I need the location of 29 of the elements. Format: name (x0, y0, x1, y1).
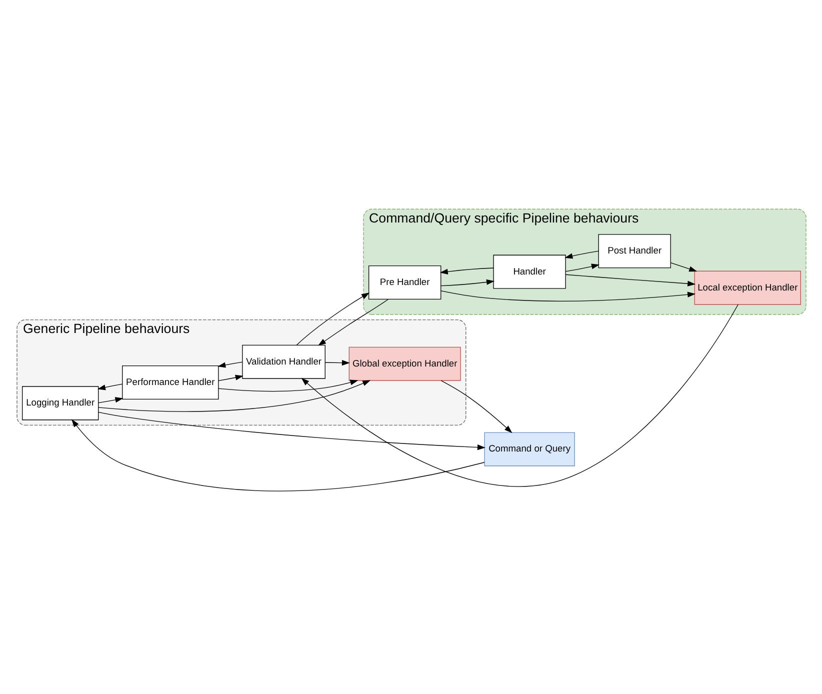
node-box: Performance Handler (122, 365, 218, 400)
arrow (317, 298, 388, 346)
arrow (296, 292, 370, 345)
arrow (98, 411, 485, 450)
node-box: Post Handler (598, 234, 670, 268)
node-box: Global exception Handler (348, 346, 460, 380)
arrow (670, 262, 697, 272)
arrow (96, 383, 122, 390)
node-box: Handler (492, 254, 566, 288)
arrow (439, 267, 494, 274)
arrow (71, 418, 484, 491)
arrow (98, 396, 123, 403)
arrow (218, 379, 358, 392)
node-box: Local exception Handler (694, 270, 800, 304)
node-box: Validation Handler (242, 344, 325, 378)
node-box: Logging Handler (22, 386, 98, 420)
arrow (300, 304, 738, 486)
arrow (564, 274, 696, 286)
arrow (440, 290, 696, 301)
arrow (564, 263, 599, 272)
arrow (440, 380, 512, 433)
node-box: Pre Handler (368, 264, 441, 299)
arrow (564, 250, 598, 258)
arrow (217, 361, 242, 368)
node-box: Command or Query (484, 432, 574, 466)
arrow (324, 360, 350, 366)
arrow (218, 374, 243, 381)
arrow (440, 278, 494, 286)
arrow (98, 380, 370, 412)
